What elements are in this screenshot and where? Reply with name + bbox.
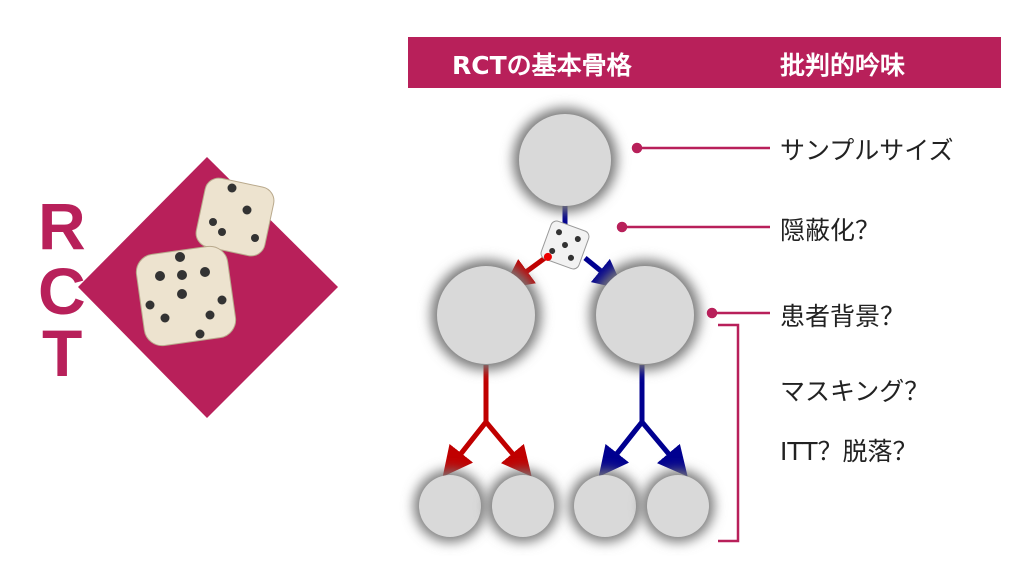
- logo-letter-t: T: [42, 316, 83, 390]
- critique-masking: マスキング？: [780, 377, 930, 406]
- header-right-title: 批判的吟味: [780, 51, 906, 80]
- logo-letter-r: R: [38, 189, 86, 263]
- critique-patient-background: 患者背景？: [780, 302, 906, 331]
- logo-letter-c: C: [38, 254, 86, 328]
- header-left-title: RCTの基本骨格: [452, 51, 632, 80]
- dice-icon: [135, 177, 275, 347]
- population-node: [513, 108, 617, 212]
- randomization-die-icon: [540, 220, 590, 270]
- header-bar: RCTの基本骨格 批判的吟味: [408, 37, 1001, 88]
- control-group-node: [431, 260, 541, 370]
- critique-itt-dropout: ITT？脱落？: [780, 437, 918, 466]
- critique-concealment: 隠蔽化？: [780, 216, 881, 245]
- intervention-group-node: [590, 260, 700, 370]
- callout-lines: [616, 142, 770, 543]
- outcome-nodes: [414, 470, 714, 542]
- critique-sample-size: サンプルサイズ: [780, 136, 954, 165]
- bracket: [718, 323, 740, 543]
